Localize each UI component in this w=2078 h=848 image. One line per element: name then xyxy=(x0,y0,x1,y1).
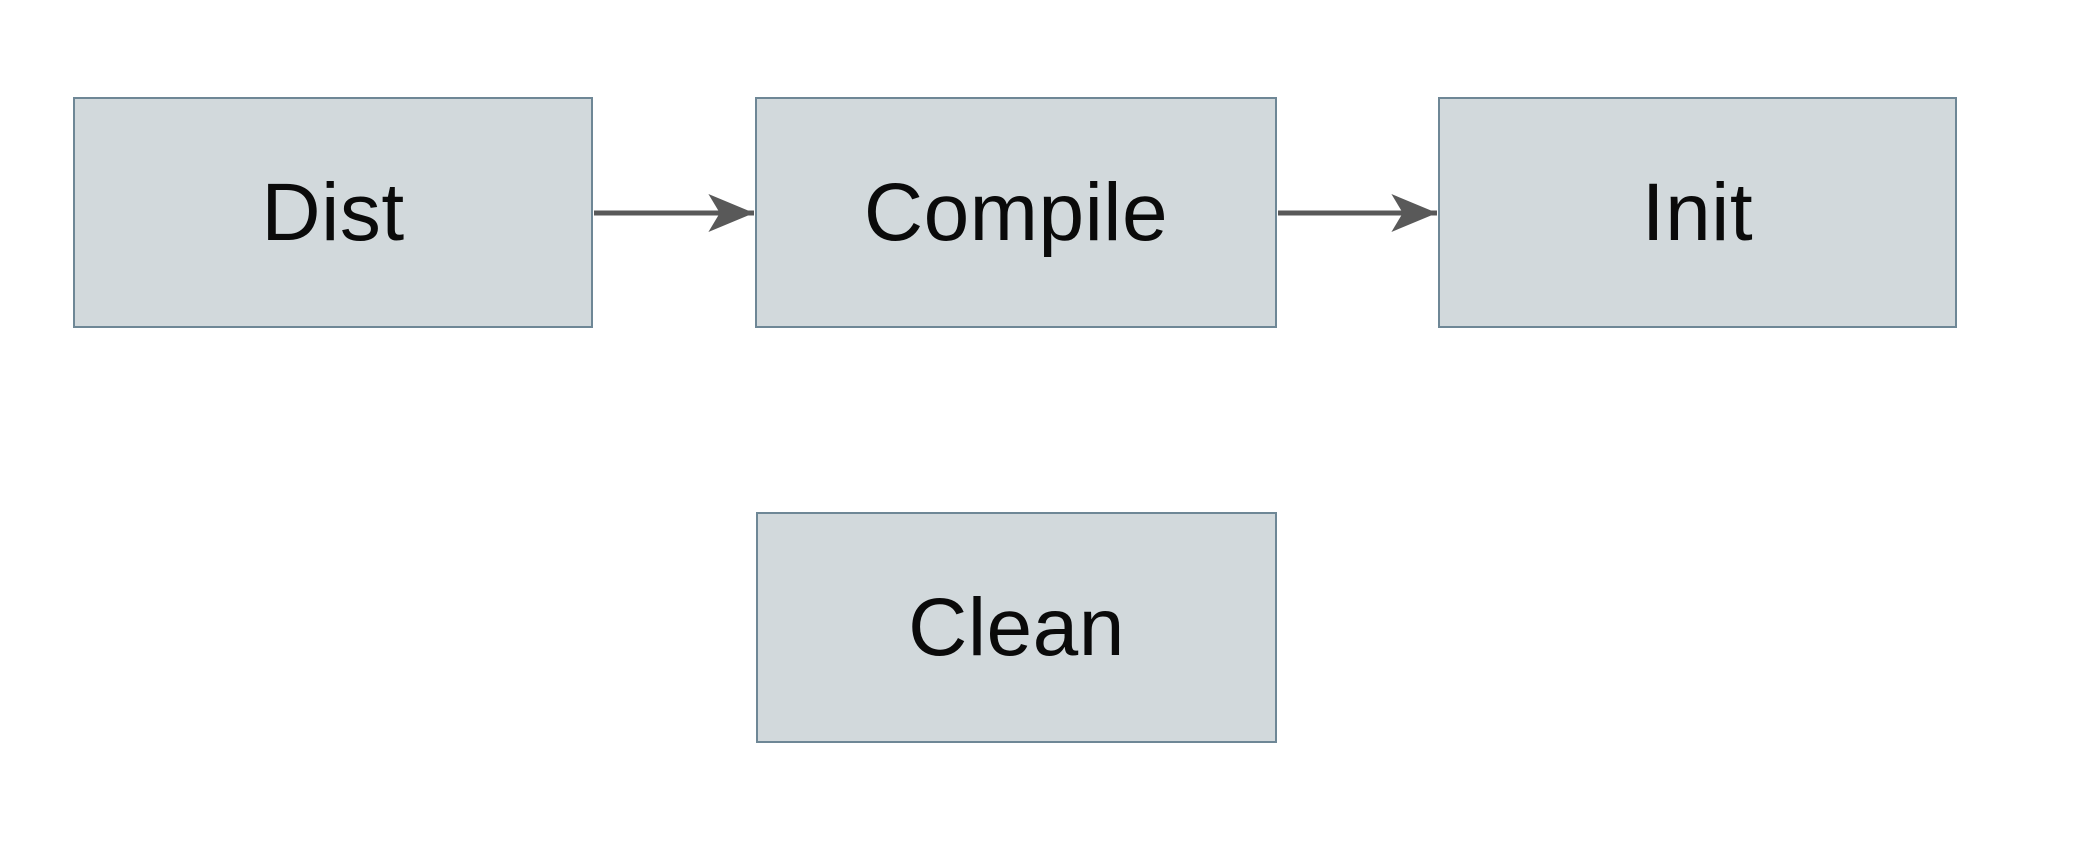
node-dist: Dist xyxy=(73,97,593,328)
node-clean-label: Clean xyxy=(908,581,1125,673)
node-init: Init xyxy=(1438,97,1957,328)
node-dist-label: Dist xyxy=(261,166,405,258)
node-compile-label: Compile xyxy=(863,166,1169,258)
node-init-label: Init xyxy=(1641,166,1754,258)
node-compile: Compile xyxy=(755,97,1277,328)
node-clean: Clean xyxy=(756,512,1277,743)
